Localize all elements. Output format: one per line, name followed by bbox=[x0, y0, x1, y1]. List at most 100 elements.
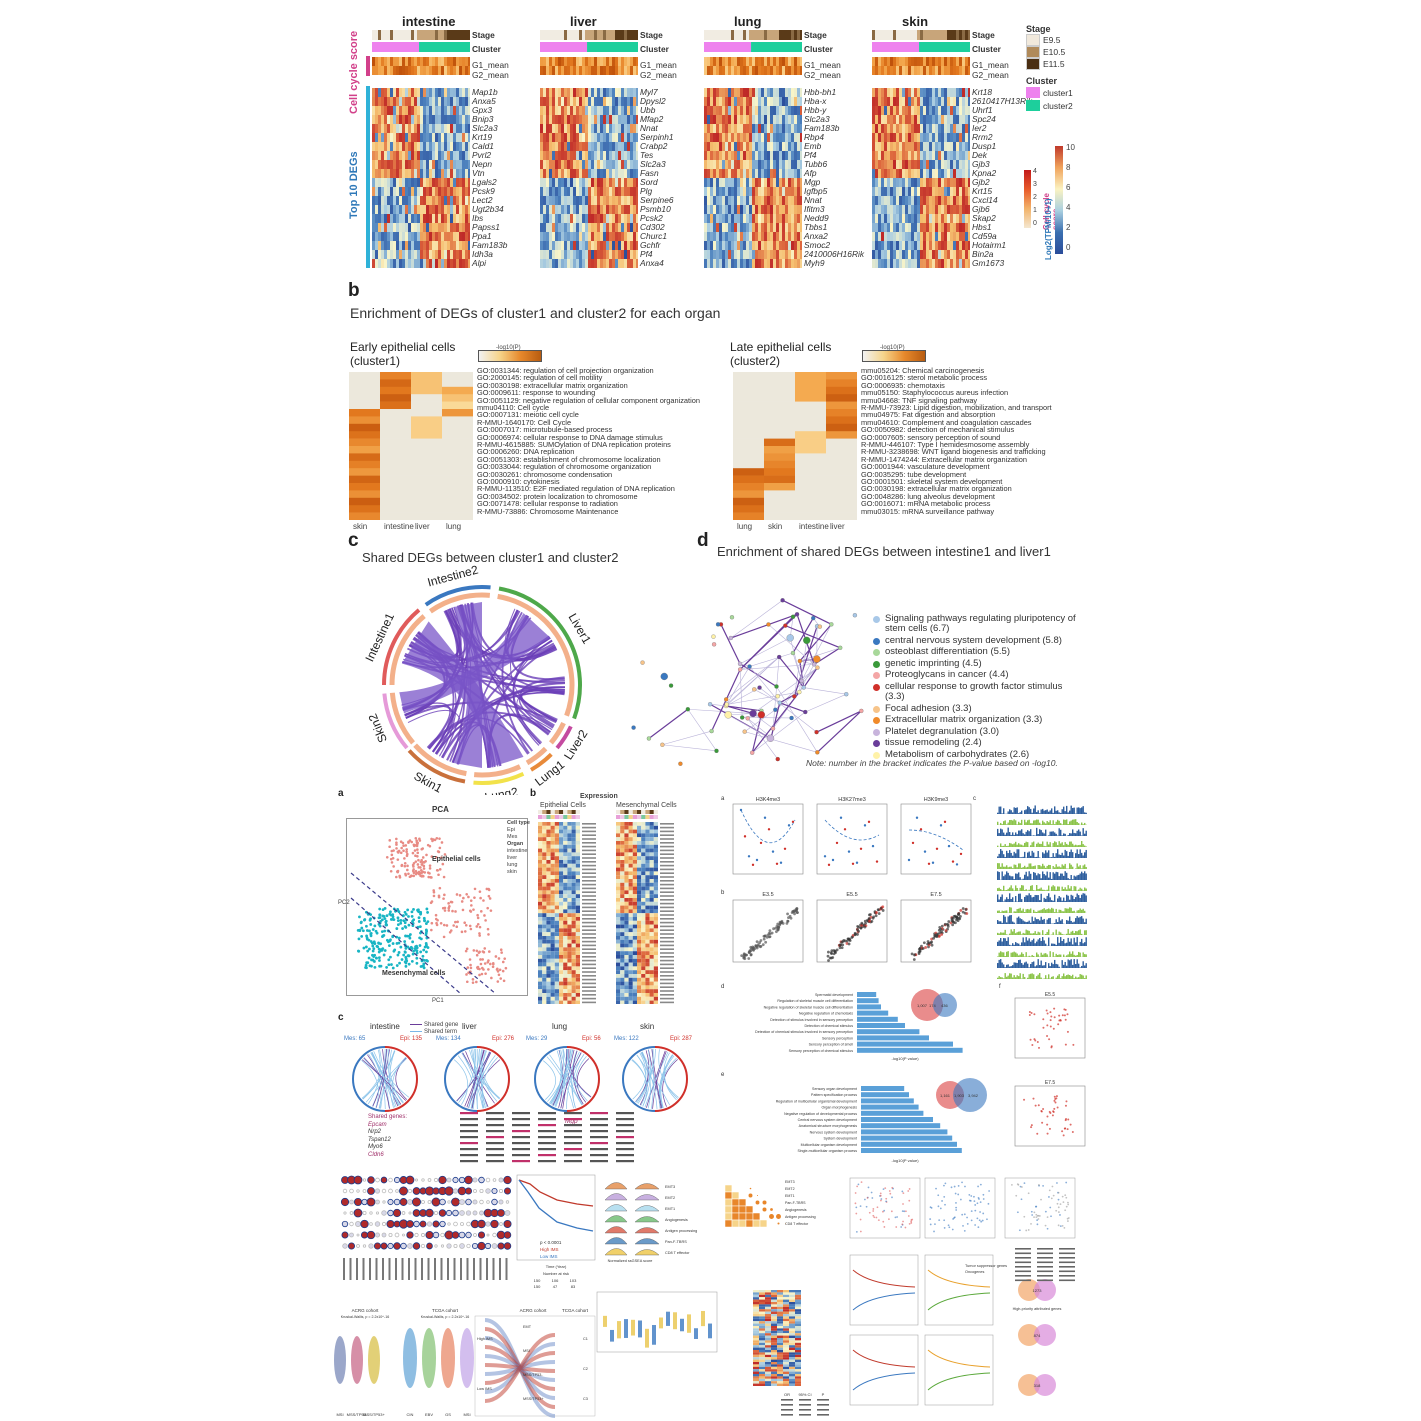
expr-cell bbox=[540, 97, 543, 106]
expr-cell bbox=[941, 214, 944, 223]
expr-cell bbox=[444, 88, 447, 97]
expr-cell bbox=[758, 241, 761, 250]
pca-mes-point bbox=[425, 922, 428, 925]
expr-cell bbox=[399, 196, 402, 205]
expr-cell bbox=[902, 205, 905, 214]
expr-cell bbox=[752, 250, 755, 259]
pca-mes-point bbox=[366, 949, 370, 953]
pca-epi-point bbox=[388, 845, 391, 849]
expr-cell bbox=[797, 259, 800, 268]
expr-cell bbox=[564, 250, 567, 259]
expr-cell bbox=[959, 160, 962, 169]
fig2-organ-cell bbox=[571, 815, 576, 819]
expr-cell bbox=[459, 106, 462, 115]
expr-cell bbox=[396, 259, 399, 268]
fig2-heat-cell bbox=[616, 848, 621, 853]
enrich-cell bbox=[349, 490, 380, 499]
expr-cell bbox=[728, 169, 731, 178]
enrich-cell bbox=[442, 497, 473, 506]
expr-cell bbox=[767, 196, 770, 205]
fig2-heat-cell bbox=[550, 920, 555, 925]
enrich-cell bbox=[442, 505, 473, 513]
fig2-heat-cell bbox=[563, 989, 568, 993]
expr-cell bbox=[950, 124, 953, 133]
stage-cell bbox=[902, 30, 905, 40]
expr-cell bbox=[624, 97, 627, 106]
expr-cell bbox=[573, 205, 576, 214]
expr-cell bbox=[713, 178, 716, 187]
expr-cell bbox=[956, 133, 959, 142]
expr-cell bbox=[627, 214, 630, 223]
cc-cell bbox=[435, 66, 438, 75]
fig2-heat-cell bbox=[571, 924, 576, 929]
pca-epi-point bbox=[412, 871, 416, 875]
expr-cell bbox=[402, 259, 405, 268]
fig2-gene-text bbox=[582, 849, 596, 852]
expr-cell bbox=[567, 223, 570, 232]
fig2-heat-cell bbox=[641, 886, 646, 891]
enrich-cell bbox=[764, 475, 795, 484]
pca-mes-point bbox=[367, 938, 371, 942]
fig2-heat-cell bbox=[559, 909, 564, 914]
expr-cell bbox=[788, 169, 791, 178]
expr-cell bbox=[749, 133, 752, 142]
cc-cell bbox=[381, 57, 384, 66]
expr-cell bbox=[429, 259, 432, 268]
cc-cell bbox=[926, 66, 929, 75]
expr-cell bbox=[932, 250, 935, 259]
expr-cell bbox=[734, 160, 737, 169]
track-label-g1: G1_mean bbox=[972, 60, 1009, 70]
expr-cell bbox=[902, 124, 905, 133]
expr-cell bbox=[435, 142, 438, 151]
network-node bbox=[752, 687, 757, 692]
expr-cell bbox=[462, 97, 465, 106]
expr-cell bbox=[612, 142, 615, 151]
expr-cell bbox=[453, 205, 456, 214]
fig2-heat-cell bbox=[559, 844, 564, 849]
fig2-stage-cell bbox=[546, 810, 551, 814]
expr-cell bbox=[438, 214, 441, 223]
expr-cell bbox=[908, 250, 911, 259]
expr-cell bbox=[797, 214, 800, 223]
expr-cell bbox=[597, 160, 600, 169]
fig2-heat-cell bbox=[628, 825, 633, 830]
organ-title-skin: skin bbox=[902, 14, 929, 29]
fig2-organ-cell bbox=[542, 815, 547, 819]
pca-mes-point bbox=[422, 962, 426, 966]
expr-cell bbox=[797, 142, 800, 151]
cc-cell bbox=[423, 57, 426, 66]
expr-cell bbox=[612, 241, 615, 250]
expr-cell bbox=[627, 259, 630, 268]
expr-cell bbox=[746, 97, 749, 106]
panel-b-title: Enrichment of DEGs of cluster1 and clust… bbox=[350, 305, 721, 321]
expr-cell bbox=[426, 151, 429, 160]
enrich-cell bbox=[442, 446, 473, 454]
fig2-heat-cell bbox=[620, 871, 625, 876]
expr-cell bbox=[779, 160, 782, 169]
expr-cell bbox=[731, 232, 734, 241]
expr-cell bbox=[444, 142, 447, 151]
expr-cell bbox=[411, 133, 414, 142]
stage-cell bbox=[621, 30, 624, 40]
expr-cell bbox=[746, 187, 749, 196]
expr-cell bbox=[758, 223, 761, 232]
expr-cell bbox=[911, 187, 914, 196]
expr-cell bbox=[441, 88, 444, 97]
cc-cell bbox=[372, 66, 375, 75]
expr-cell bbox=[929, 178, 932, 187]
expr-cell bbox=[420, 187, 423, 196]
fig2-heat-cell bbox=[632, 875, 637, 879]
fig2-heat-cell bbox=[542, 879, 547, 883]
expr-cell bbox=[615, 169, 618, 178]
expr-cell bbox=[438, 250, 441, 259]
expr-cell bbox=[606, 151, 609, 160]
fig2-heat-cell bbox=[550, 856, 555, 860]
cc-tick: 3 bbox=[1033, 181, 1037, 188]
expr-cell bbox=[929, 151, 932, 160]
expr-cell bbox=[462, 250, 465, 259]
expr-cell bbox=[959, 205, 962, 214]
pca-mes-point bbox=[400, 958, 404, 961]
expr-cell bbox=[713, 187, 716, 196]
cc-cell bbox=[935, 66, 938, 75]
gene-label: Dek bbox=[972, 150, 987, 160]
